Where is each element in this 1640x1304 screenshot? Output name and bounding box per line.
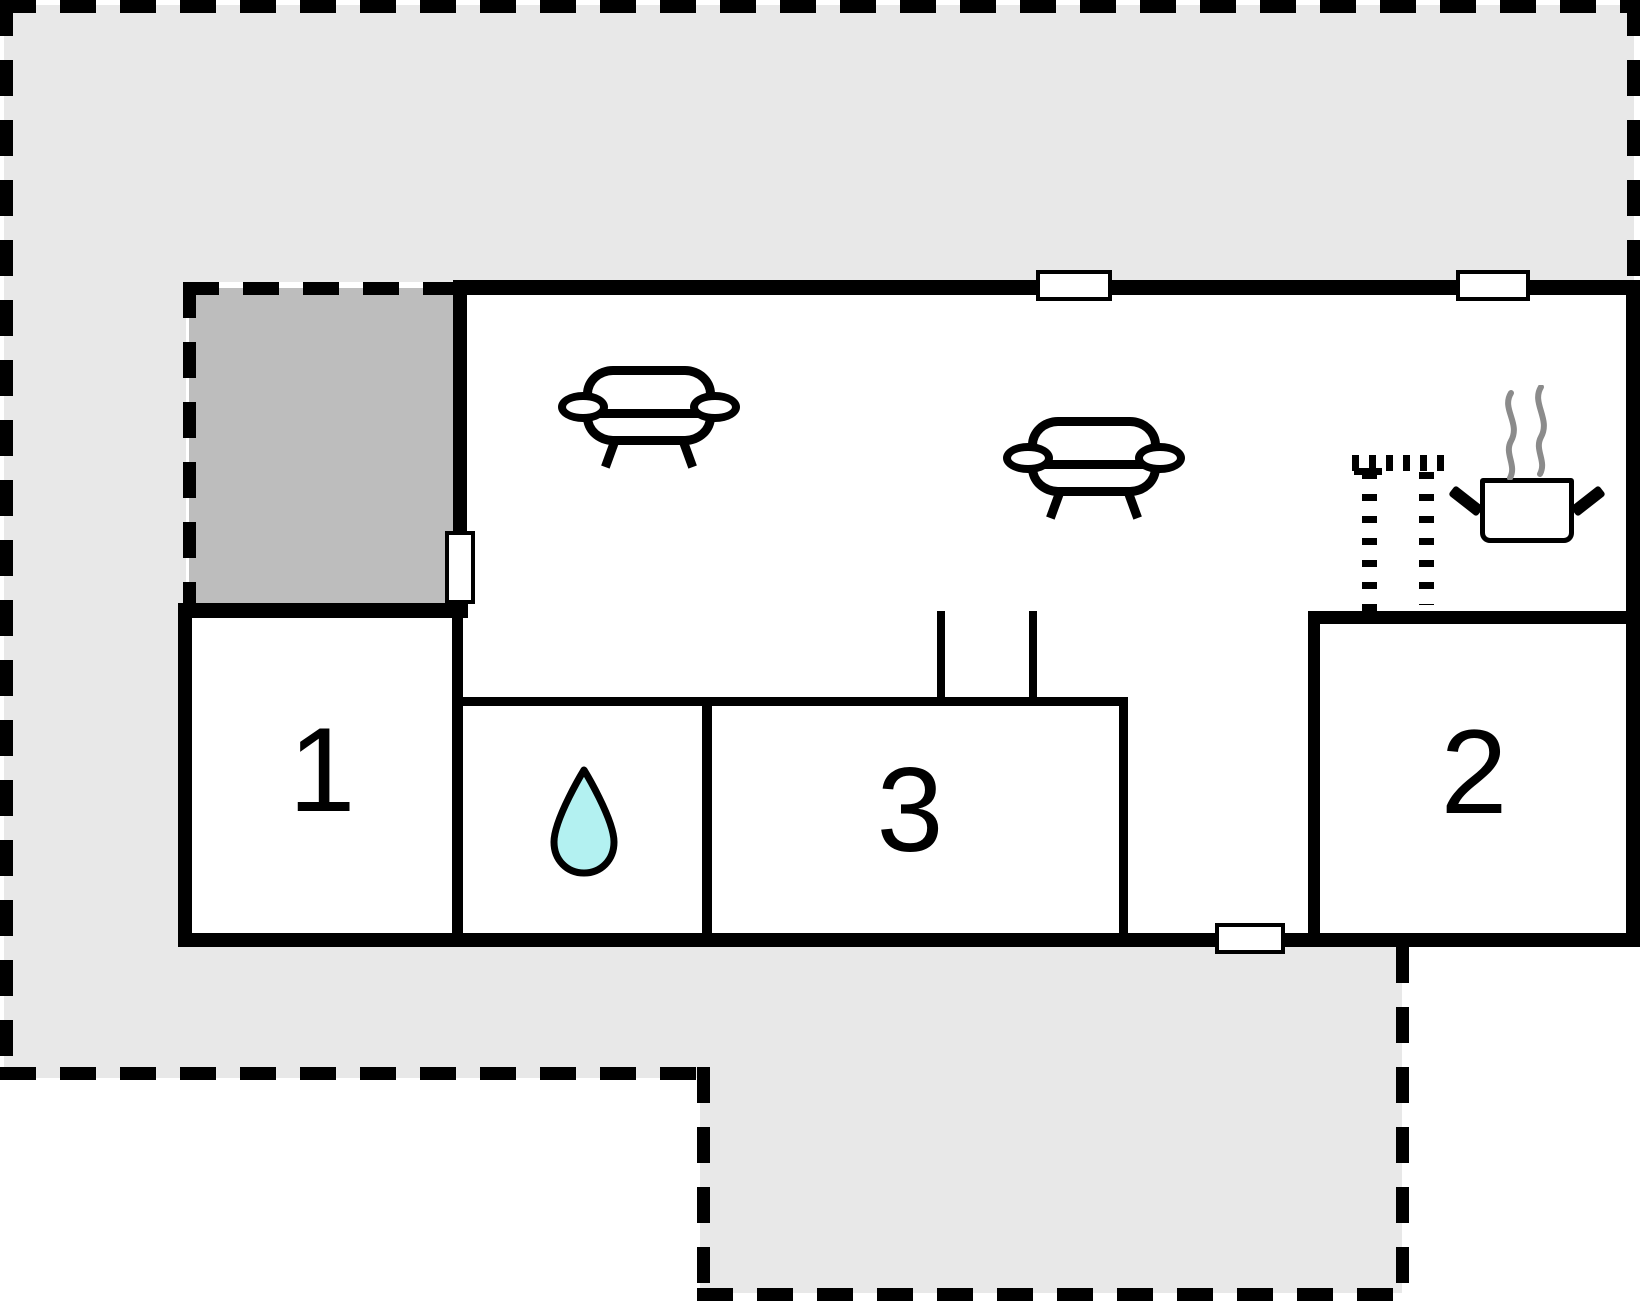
wall-covered-terrace-bottom: [178, 603, 468, 618]
sofa-armrest: [558, 392, 608, 422]
sofa-icon: [558, 362, 740, 469]
sofa-armrest: [1135, 443, 1185, 473]
room-label-2: 2: [1440, 705, 1508, 840]
dashed-border-bottom: [697, 1288, 1409, 1301]
wall-covered-terrace-right: [453, 280, 467, 611]
dashed-border-top: [0, 0, 1640, 13]
water-drop-icon: [550, 766, 618, 877]
dashed-border-bottom-left: [0, 1067, 706, 1080]
stairs-icon: [1354, 468, 1382, 475]
wall-room3-right: [1119, 697, 1128, 937]
room-label-3: 3: [876, 743, 944, 878]
sofa-seat: [1041, 460, 1147, 469]
wall-room1-right: [452, 618, 463, 933]
door-marker-covered-terrace: [445, 531, 475, 604]
dashed-border-right: [1627, 0, 1640, 285]
terrace-area-top: [4, 5, 1634, 282]
sofa-armrest: [690, 392, 740, 422]
room-label-1: 1: [288, 703, 356, 838]
window-marker-top-2: [1456, 270, 1530, 301]
terrace-area-bottom-extension: [700, 1078, 1402, 1293]
wall-exterior-bottom: [178, 933, 1640, 947]
sofa-icon: [1003, 413, 1185, 520]
wall-bathroom-room3-divider: [702, 697, 712, 937]
cooking-pot-icon: [1480, 478, 1574, 543]
dashed-border-middle-vertical: [697, 1067, 710, 1297]
sofa-armrest: [1003, 443, 1053, 473]
wall-stub-right: [1029, 611, 1037, 701]
door-marker-bottom: [1215, 923, 1285, 954]
wall-room1-left: [178, 603, 192, 947]
wall-bathroom-top: [463, 697, 1128, 706]
stairs-icon: [1419, 472, 1434, 605]
stairs-icon: [1362, 472, 1377, 612]
dashed-border-covered-terrace-left: [183, 282, 196, 612]
sofa-seat: [596, 409, 702, 418]
dashed-border-bottom-right-vertical: [1396, 947, 1409, 1301]
dashed-border-left: [0, 0, 13, 1079]
wall-room2-top: [1308, 611, 1640, 624]
wall-room2-left: [1308, 611, 1320, 937]
wall-stub-left: [937, 611, 945, 701]
terrace-area-bottom: [4, 938, 1402, 1078]
covered-terrace: [189, 288, 453, 610]
steam-icon: [1505, 385, 1547, 480]
stairs-icon: [1352, 455, 1446, 471]
dashed-border-covered-terrace-top: [183, 282, 455, 295]
cooking-pot-icon: [1448, 485, 1484, 517]
cooking-pot-icon: [1570, 485, 1606, 517]
window-marker-top-1: [1036, 270, 1112, 301]
